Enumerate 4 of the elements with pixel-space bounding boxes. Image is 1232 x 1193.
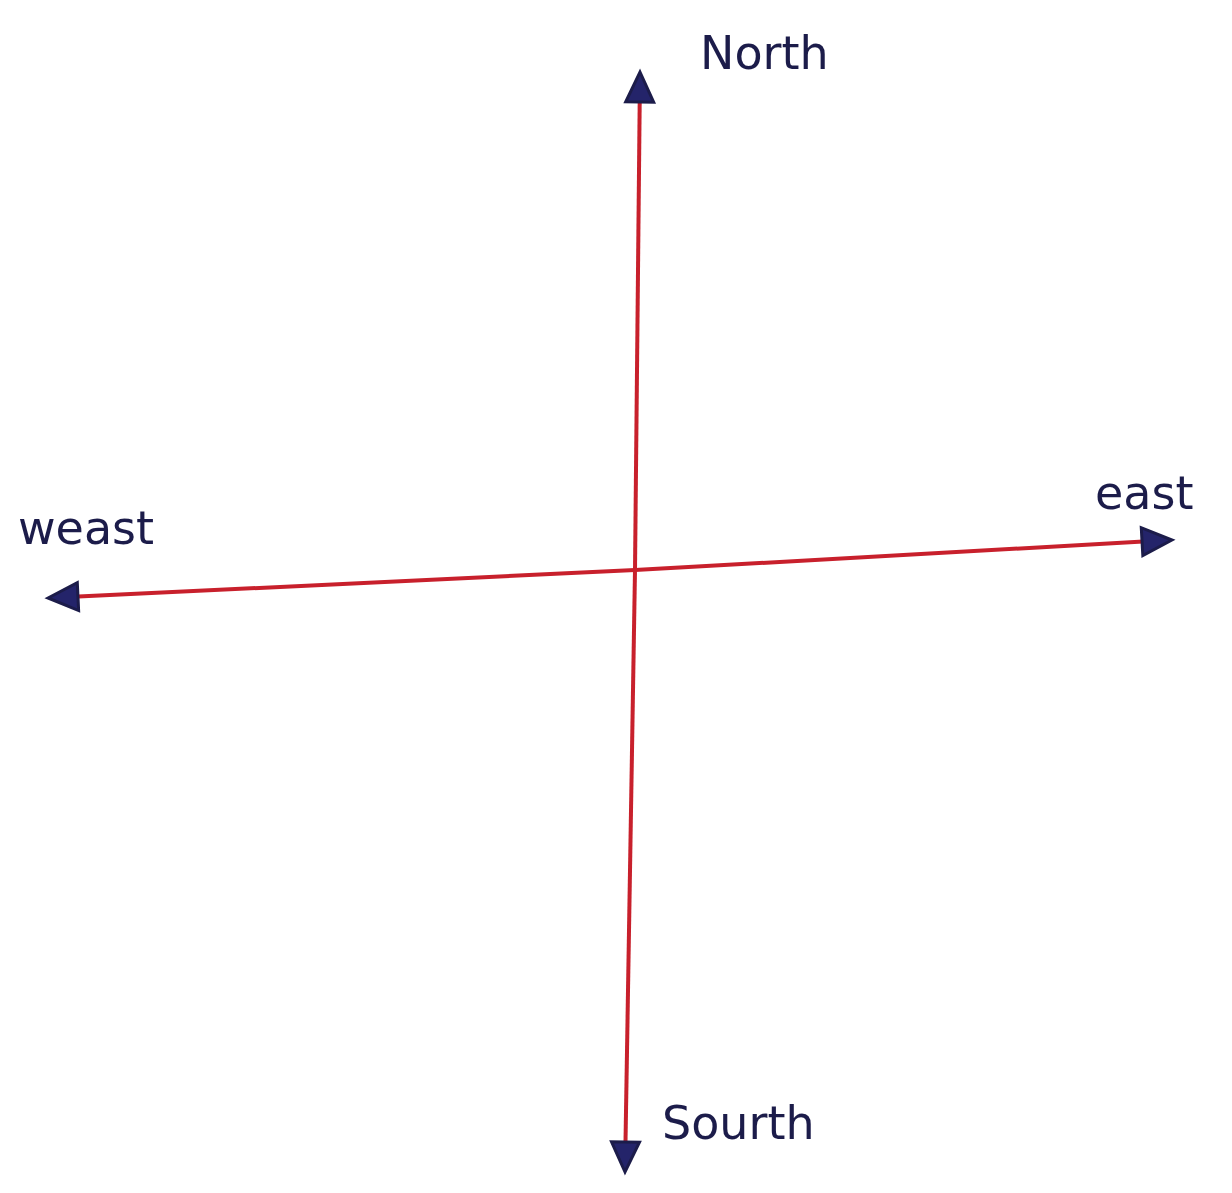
direction-label: weast xyxy=(18,505,155,551)
direction-label: east xyxy=(1095,470,1194,516)
direction-label: Sourth xyxy=(662,1100,815,1146)
direction-label: North xyxy=(700,30,829,76)
